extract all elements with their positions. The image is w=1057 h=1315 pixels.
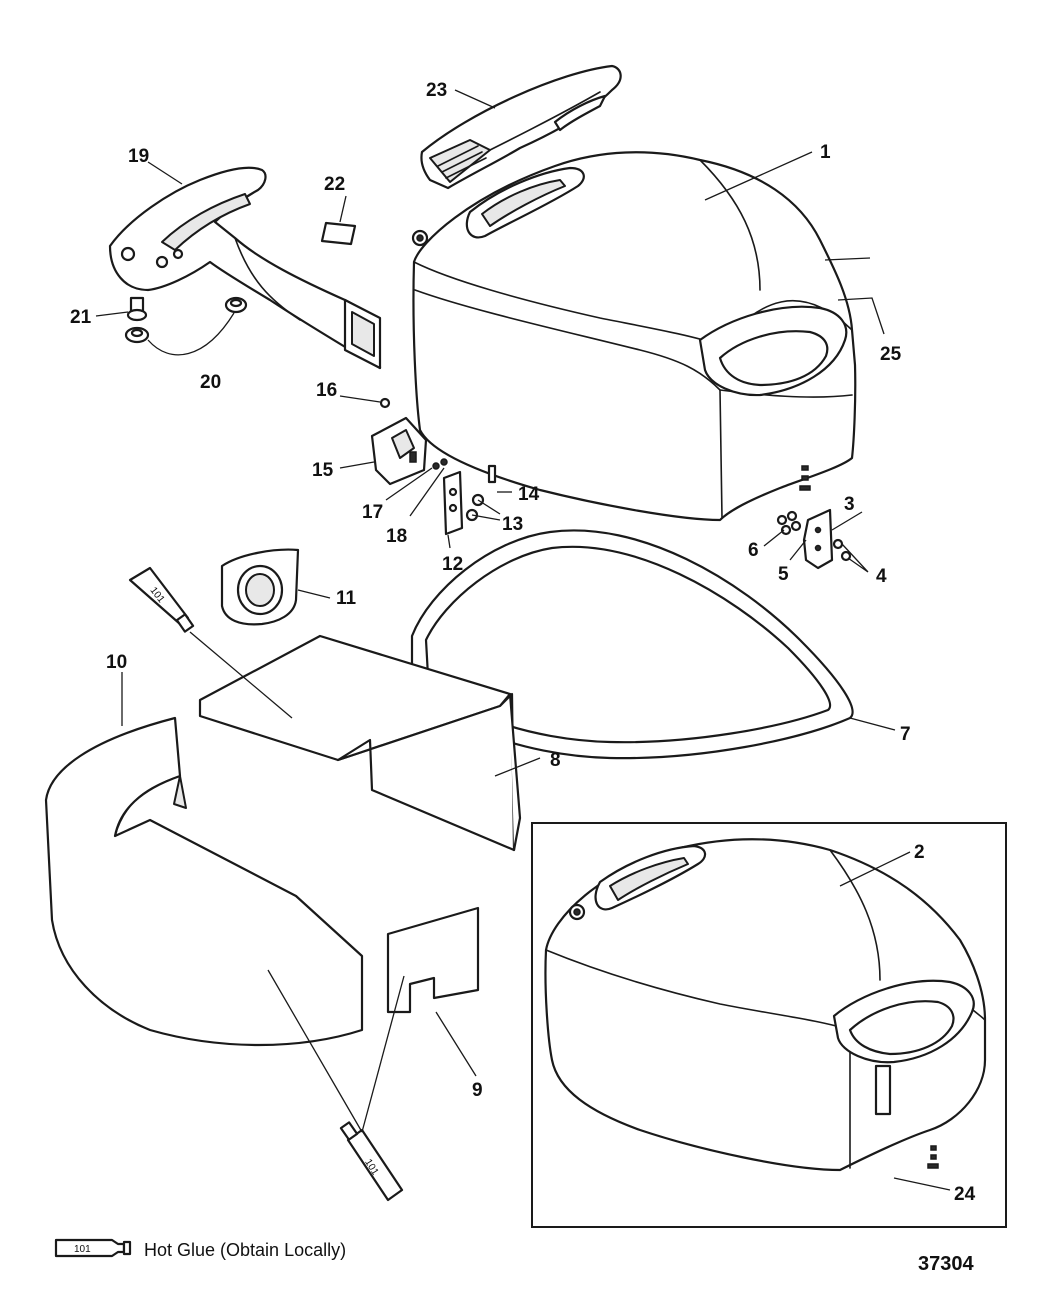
callout-15: 15 bbox=[312, 460, 334, 481]
callout-8: 8 bbox=[550, 750, 561, 771]
callout-24: 24 bbox=[954, 1184, 976, 1205]
callout-4: 4 bbox=[876, 566, 887, 587]
part-19-air-intake bbox=[108, 166, 382, 370]
callout-13: 13 bbox=[502, 514, 523, 535]
callout-20: 20 bbox=[200, 372, 221, 393]
callout-11: 11 bbox=[336, 588, 357, 609]
callout-16: 16 bbox=[316, 380, 337, 401]
legend-text: Hot Glue (Obtain Locally) bbox=[144, 1240, 346, 1260]
glue-tube-lower: 101 bbox=[339, 1121, 404, 1202]
callout-3: 3 bbox=[844, 494, 855, 515]
callout-5: 5 bbox=[778, 564, 789, 585]
glue-tube-upper: 101 bbox=[128, 566, 195, 633]
callout-25: 25 bbox=[880, 344, 902, 365]
callout-22: 22 bbox=[324, 174, 345, 195]
callout-14: 14 bbox=[518, 484, 540, 505]
part-7-seal bbox=[410, 529, 854, 760]
callout-17: 17 bbox=[362, 502, 383, 523]
legend-tube-label: 101 bbox=[74, 1244, 91, 1255]
callout-6: 6 bbox=[748, 540, 759, 561]
callout-9: 9 bbox=[472, 1080, 483, 1101]
callout-23: 23 bbox=[426, 80, 447, 101]
callout-18: 18 bbox=[386, 526, 407, 547]
callout-7: 7 bbox=[900, 724, 911, 745]
part-3-bracket bbox=[776, 508, 852, 570]
callout-21: 21 bbox=[70, 307, 92, 328]
figure-number: 37304 bbox=[918, 1253, 974, 1275]
part-10-bottom-liner bbox=[44, 716, 364, 1047]
part-2-top-cowl-alt bbox=[544, 838, 987, 1172]
callout-10: 10 bbox=[106, 652, 127, 673]
part-20-21-fasteners bbox=[124, 296, 248, 344]
part-23-handle-cover bbox=[420, 64, 622, 190]
callout-1: 1 bbox=[820, 142, 831, 163]
callout-19: 19 bbox=[128, 146, 149, 167]
callout-numbers: 23 1 19 22 21 20 25 16 15 17 18 14 13 12… bbox=[70, 80, 976, 1205]
part-1-top-cowl bbox=[411, 151, 857, 522]
part-22-decal bbox=[320, 221, 357, 246]
part-11-grommet bbox=[220, 548, 300, 626]
callout-12: 12 bbox=[442, 554, 463, 575]
leader-lines bbox=[95, 89, 951, 1191]
callout-2: 2 bbox=[914, 842, 925, 863]
part-8-inner-liner bbox=[198, 634, 522, 852]
inset-frame bbox=[531, 822, 1007, 1228]
legend: 101 Hot Glue (Obtain Locally) bbox=[54, 1238, 346, 1260]
part-9-liner-piece bbox=[386, 906, 480, 1014]
